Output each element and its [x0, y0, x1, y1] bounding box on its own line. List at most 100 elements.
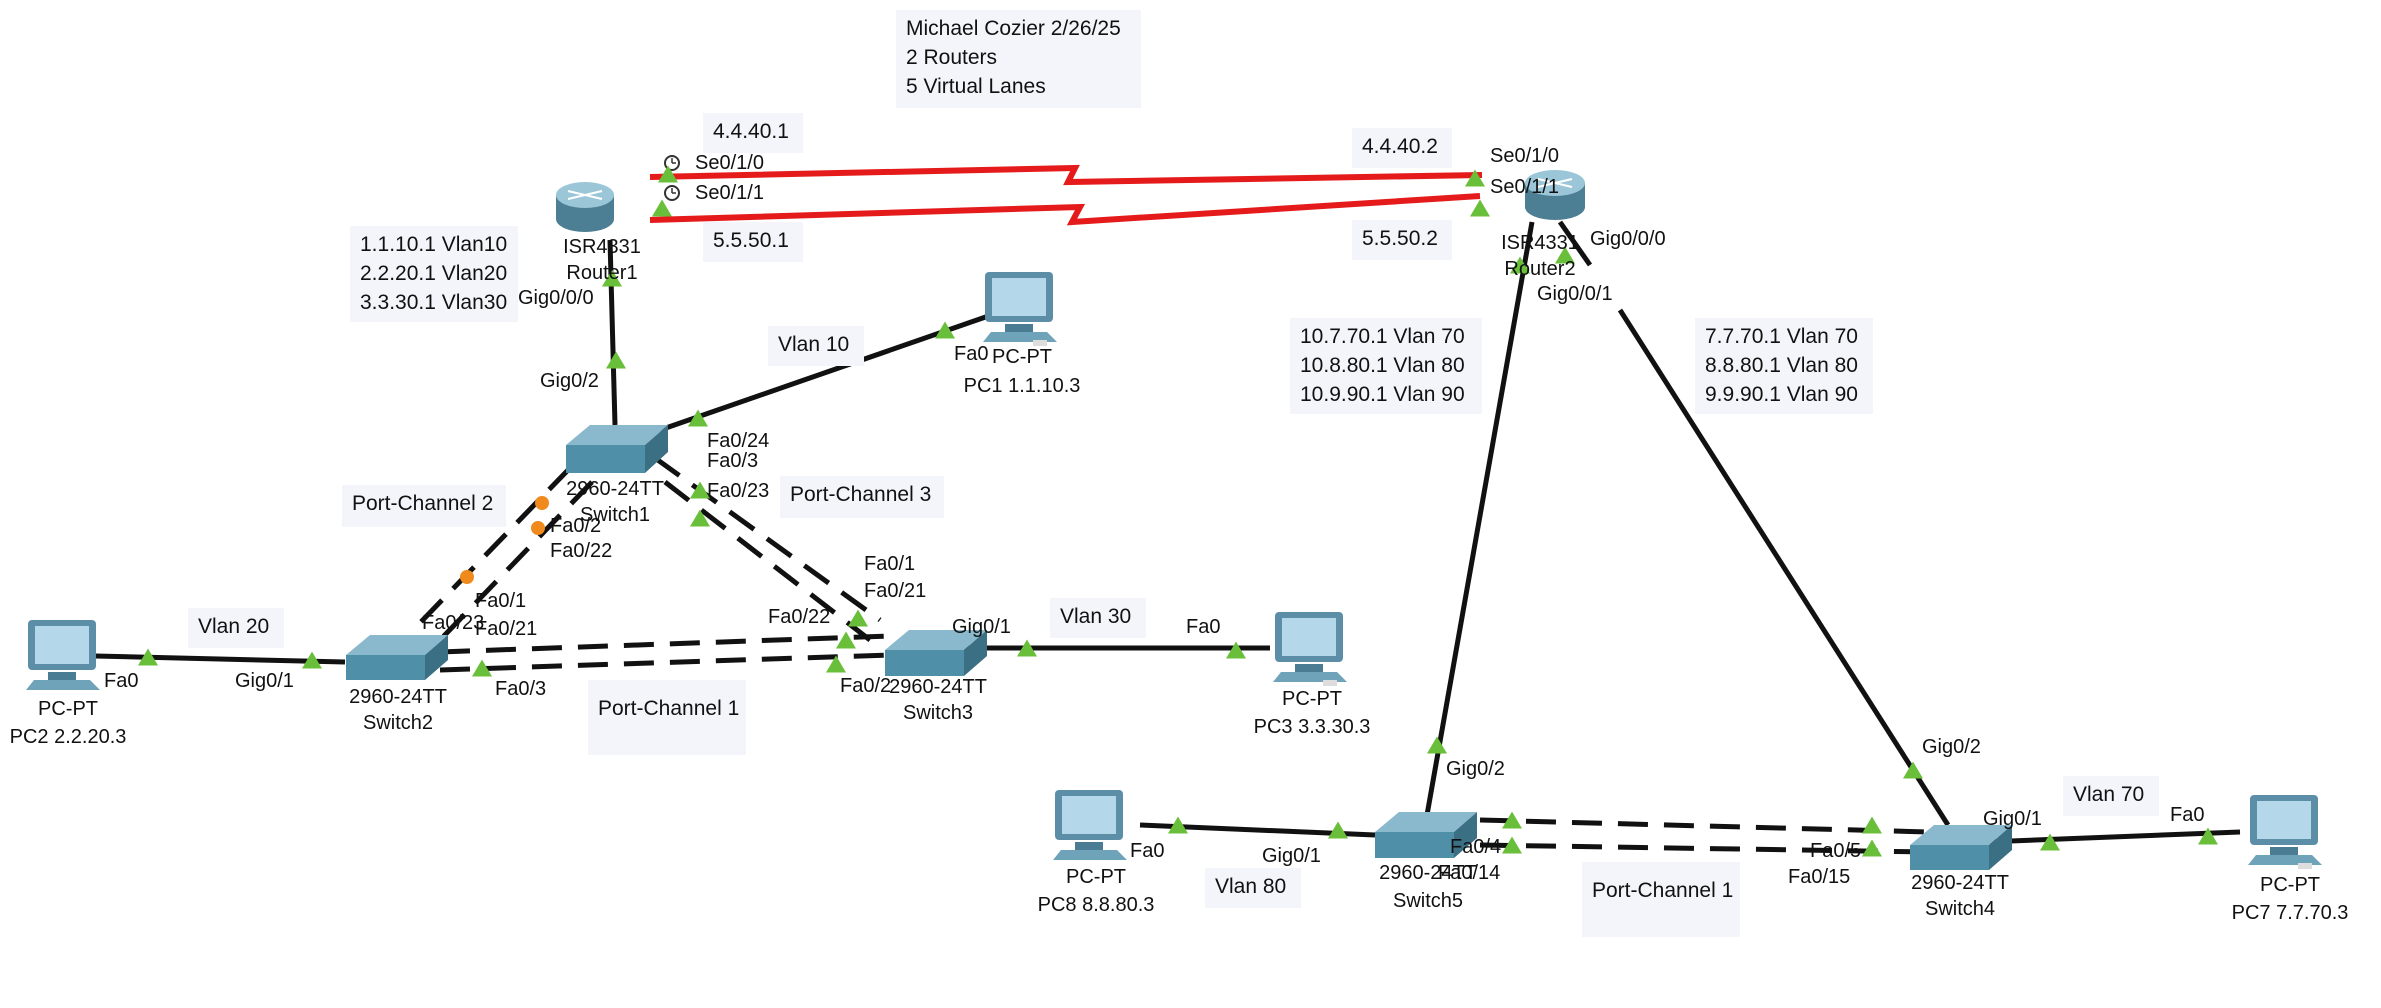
note-line: 4.4.40.1: [713, 120, 789, 143]
link-up-indicator: [1502, 836, 1522, 854]
link-up-indicator: [138, 648, 158, 666]
note-line: Vlan 80: [1215, 875, 1287, 898]
link-router2-switch4[interactable]: [1557, 220, 1593, 267]
link-router2-switch5[interactable]: [1424, 221, 1535, 816]
link-router2-switch4-trunk[interactable]: [1617, 308, 1951, 827]
link-up-indicator: [472, 659, 492, 677]
port-channel-note[interactable]: Port-Channel 3: [780, 476, 944, 518]
ip-note[interactable]: 5.5.50.1: [703, 222, 803, 262]
switch5-icon[interactable]: [1375, 812, 1477, 858]
router1-model-label: ISR4331: [563, 236, 641, 258]
port-channel-note[interactable]: Port-Channel 1: [1582, 862, 1740, 937]
link-up-indicator: [606, 351, 626, 369]
note-line: Vlan 30: [1060, 605, 1132, 628]
pc8-model-label: PC-PT: [1066, 866, 1126, 888]
link-up-indicator: [1502, 811, 1522, 829]
note-line: 7.7.70.1 Vlan 70: [1705, 325, 1858, 348]
switch1-icon[interactable]: [566, 425, 668, 473]
ip-note[interactable]: 5.5.50.2: [1352, 220, 1452, 260]
port-label: Fa0/1: [864, 553, 916, 575]
port-channel-note[interactable]: Port-Channel 1: [588, 680, 746, 755]
port-label: Fa0/14: [1438, 862, 1501, 884]
link-up-indicator: [2198, 827, 2218, 845]
link-up-indicator: [1328, 821, 1348, 839]
link-up-indicator: [1903, 761, 1923, 779]
etherchannel-pc1-right-link-a[interactable]: [1479, 817, 1931, 835]
router1-icon[interactable]: [556, 182, 614, 232]
clock-icon: [664, 185, 680, 201]
pc3-icon[interactable]: [1273, 612, 1347, 686]
pc1-icon[interactable]: [983, 272, 1057, 346]
router1-subinterfaces-note[interactable]: 1.1.10.1 Vlan10 2.2.20.1 Vlan20 3.3.30.1…: [350, 226, 518, 322]
link-up-indicator: [690, 481, 710, 499]
port-label: Fa0: [2170, 804, 2205, 826]
switch4-icon[interactable]: [1910, 825, 2012, 870]
note-line: Port-Channel 1: [598, 697, 740, 720]
link-up-indicator: [848, 609, 868, 627]
note-line: 2.2.20.1 Vlan20: [360, 262, 508, 285]
port-label: Fa0: [1130, 840, 1165, 862]
port-label: Fa0/23: [707, 480, 770, 502]
pc1-name-label: PC1 1.1.10.3: [963, 375, 1081, 397]
note-line: 10.7.70.1 Vlan 70: [1300, 325, 1465, 348]
note-line: 5 Virtual Lanes: [906, 75, 1046, 98]
link-up-indicator: [1465, 169, 1485, 187]
vlan-note[interactable]: Vlan 10: [768, 326, 864, 366]
etherchannel-pc1-left-link-b[interactable]: [439, 652, 891, 673]
switch2-icon[interactable]: [346, 635, 448, 680]
router2-gig000-note[interactable]: 10.7.70.1 Vlan 70 10.8.80.1 Vlan 80 10.9…: [1290, 318, 1482, 414]
port-label: Fa0/2: [840, 675, 892, 697]
etherchannel-pc1-left-link-a[interactable]: [439, 633, 891, 655]
pc3-name-label: PC3 3.3.30.3: [1253, 716, 1371, 738]
serial-link-se011[interactable]: [649, 193, 1481, 226]
link-blocking-indicator: [460, 570, 474, 584]
etherchannel-pc1-right-link-b[interactable]: [1479, 842, 1931, 855]
etherchannel-pc2-link-a[interactable]: [413, 466, 572, 630]
vlan-note[interactable]: Vlan 80: [1205, 868, 1301, 908]
pc2-name-label: PC2 2.2.20.3: [9, 726, 127, 748]
pc8-icon[interactable]: [1053, 790, 1127, 860]
header-note[interactable]: Michael Cozier 2/26/25 2 Routers 5 Virtu…: [896, 10, 1141, 108]
port-channel-note[interactable]: Port-Channel 2: [342, 485, 506, 527]
switch2-model-label: 2960-24TT: [349, 686, 447, 708]
note-line: Port-Channel 2: [352, 492, 494, 515]
vlan-note[interactable]: Vlan 70: [2063, 776, 2159, 816]
vlan-note[interactable]: Vlan 20: [188, 608, 284, 648]
pc7-icon[interactable]: [2248, 795, 2322, 869]
link-up-indicator: [1226, 641, 1246, 659]
switch3-icon[interactable]: [885, 630, 987, 676]
switch5-model-label: 2960-24TT: [1379, 862, 1477, 884]
note-line: Vlan 10: [778, 333, 850, 356]
link-up-indicator: [836, 631, 856, 649]
port-label: Gig0/2: [1922, 736, 1981, 758]
link-switch4-pc7[interactable]: [1984, 829, 2241, 845]
note-line: 9.9.90.1 Vlan 90: [1705, 383, 1858, 406]
ip-note[interactable]: 4.4.40.2: [1352, 128, 1452, 168]
note-line: 10.8.80.1 Vlan 80: [1300, 354, 1465, 377]
link-up-indicator: [935, 321, 955, 339]
link-up-indicator: [1862, 839, 1882, 857]
router2-model-label: ISR4331: [1501, 232, 1579, 254]
switch2-name-label: Switch2: [362, 712, 434, 734]
link-up-indicator: [1017, 639, 1037, 657]
switch1-name-label: Switch1: [579, 504, 651, 526]
port-label: Gig0/1: [1262, 845, 1321, 867]
port-label: Fa0/22: [550, 540, 613, 562]
port-label: Fa0/21: [475, 618, 538, 640]
note-line: Port-Channel 3: [790, 483, 932, 506]
port-label: Gig0/2: [1446, 758, 1505, 780]
serial-link-se010[interactable]: [649, 164, 1483, 186]
vlan-note[interactable]: Vlan 30: [1050, 598, 1146, 638]
ip-note[interactable]: 4.4.40.1: [703, 113, 803, 153]
etherchannel-pc2-link-b[interactable]: [438, 480, 594, 642]
pc3-model-label: PC-PT: [1282, 688, 1342, 710]
port-label: Fa0/15: [1788, 866, 1851, 888]
port-label: Se0/1/0: [1490, 145, 1559, 167]
router2-icon[interactable]: [1525, 170, 1585, 220]
link-up-indicator: [2040, 833, 2060, 851]
router2-gig001-note[interactable]: 7.7.70.1 Vlan 70 8.8.80.1 Vlan 80 9.9.90…: [1695, 318, 1873, 414]
note-line: 5.5.50.1: [713, 229, 789, 252]
router1-name-label: Router1: [566, 262, 638, 284]
pc2-icon[interactable]: [26, 620, 100, 690]
port-label: Gig0/0/1: [1537, 283, 1613, 305]
